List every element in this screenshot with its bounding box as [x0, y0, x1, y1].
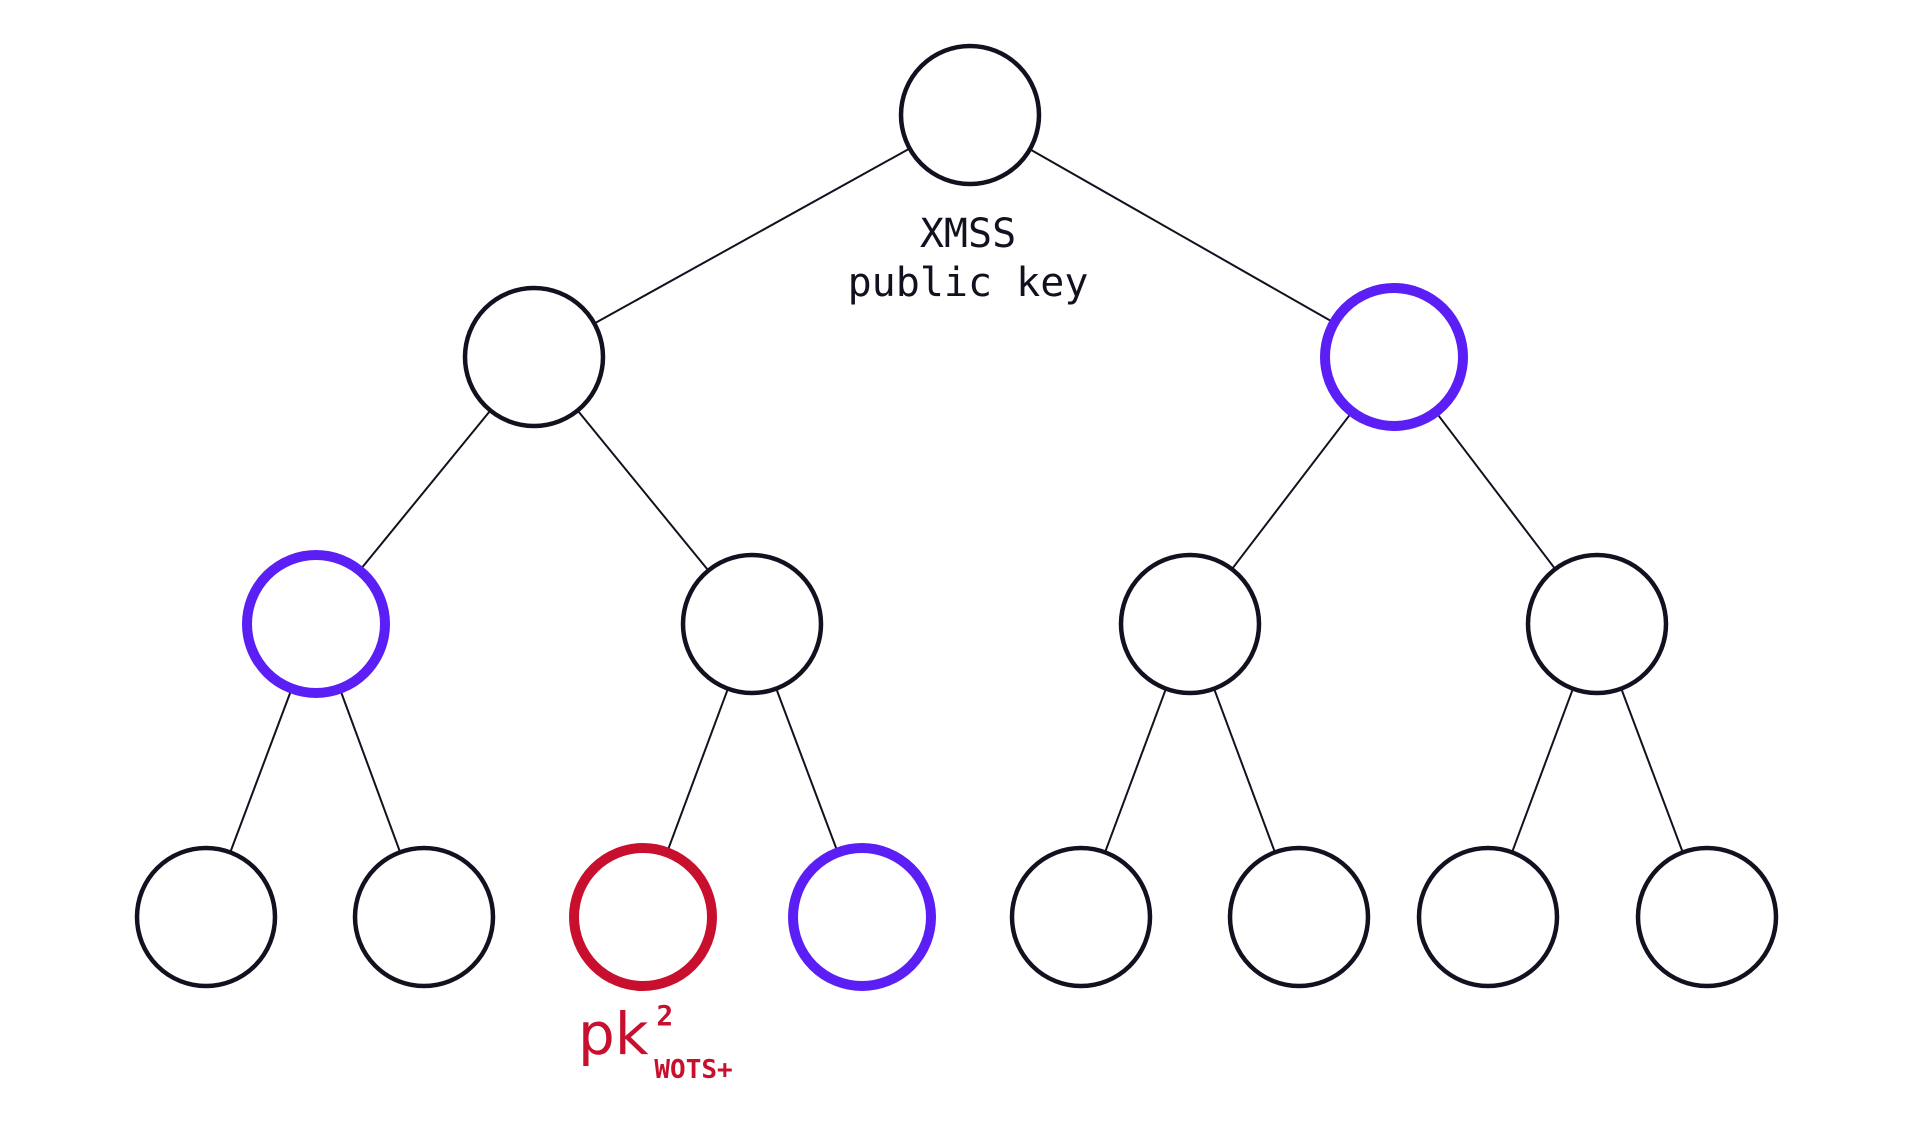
tree-edge: [1213, 688, 1276, 853]
tree-edge: [1434, 411, 1557, 570]
tree-edge: [775, 688, 839, 853]
tree-edge: [1029, 148, 1335, 324]
tree-node: [462, 285, 606, 429]
tree-node: [1227, 845, 1371, 989]
tree-edge: [1104, 688, 1167, 853]
auth-path-node: [1320, 283, 1468, 431]
tree-edge: [1231, 411, 1353, 570]
tree-edge: [358, 409, 492, 572]
tree-edge: [576, 409, 710, 572]
tree-node: [134, 845, 278, 989]
auth-path-node: [242, 550, 390, 698]
leaf-label-superscript: 2: [656, 999, 674, 1032]
root-label: XMSS public key: [768, 210, 1168, 308]
leaf-label-subscript: WOTS+: [654, 1055, 733, 1085]
tree-edges: [229, 147, 1684, 853]
selected-leaf-node: [569, 843, 717, 991]
tree-node: [352, 845, 496, 989]
tree-node: [1525, 552, 1669, 696]
root-label-line-1: XMSS: [919, 211, 1017, 257]
tree-node: [1009, 845, 1153, 989]
tree-edge: [1620, 688, 1684, 853]
auth-path-node: [788, 843, 936, 991]
tree-node: [1416, 845, 1560, 989]
tree-node: [680, 552, 824, 696]
tree-edge: [229, 688, 293, 853]
tree-edge: [593, 147, 911, 325]
tree-nodes: [134, 43, 1779, 991]
tree-edge: [338, 688, 402, 853]
leaf-label-main: pk: [578, 1000, 649, 1068]
root-node: [898, 43, 1042, 187]
root-label-line-2: public key: [847, 260, 1089, 306]
tree-edge: [1511, 688, 1574, 853]
tree-node: [1118, 552, 1262, 696]
tree-node: [1635, 845, 1779, 989]
tree-edge: [666, 688, 729, 853]
